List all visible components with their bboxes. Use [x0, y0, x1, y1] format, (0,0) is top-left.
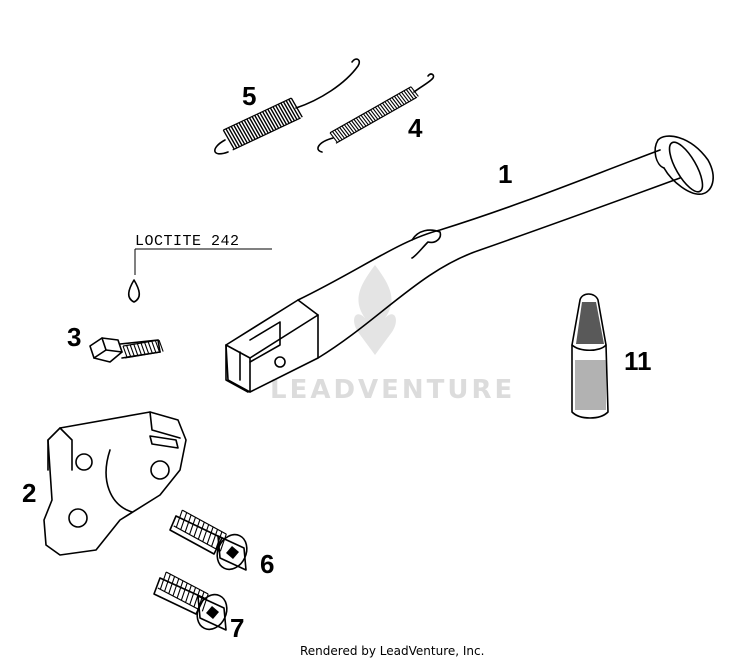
callout-2: 2 [22, 478, 36, 508]
callout-6: 6 [260, 549, 274, 579]
callout-5: 5 [242, 81, 256, 111]
grease-tube [571, 293, 609, 419]
bracket [43, 411, 187, 556]
spring-large [214, 58, 361, 155]
screw-cap-7 [153, 571, 228, 631]
watermark-text: LEADVENTURE [270, 375, 515, 405]
drop-icon [127, 279, 141, 303]
callout-1: 1 [498, 159, 512, 189]
watermark-logo-icon [354, 265, 396, 355]
bolt-hex [89, 337, 164, 363]
screw-cap-6 [169, 509, 248, 571]
footer-credit: Rendered by LeadVenture, Inc. [300, 644, 484, 658]
watermark: LEADVENTURE [270, 265, 515, 405]
callout-7: 7 [230, 613, 244, 643]
callout-4: 4 [408, 113, 423, 143]
spring-small [317, 73, 435, 153]
loctite-note: LOCTITE 242 [127, 233, 272, 303]
loctite-label: LOCTITE 242 [135, 233, 240, 250]
callout-3: 3 [67, 322, 81, 352]
callout-11: 11 [624, 346, 652, 376]
side-stand [225, 135, 714, 393]
